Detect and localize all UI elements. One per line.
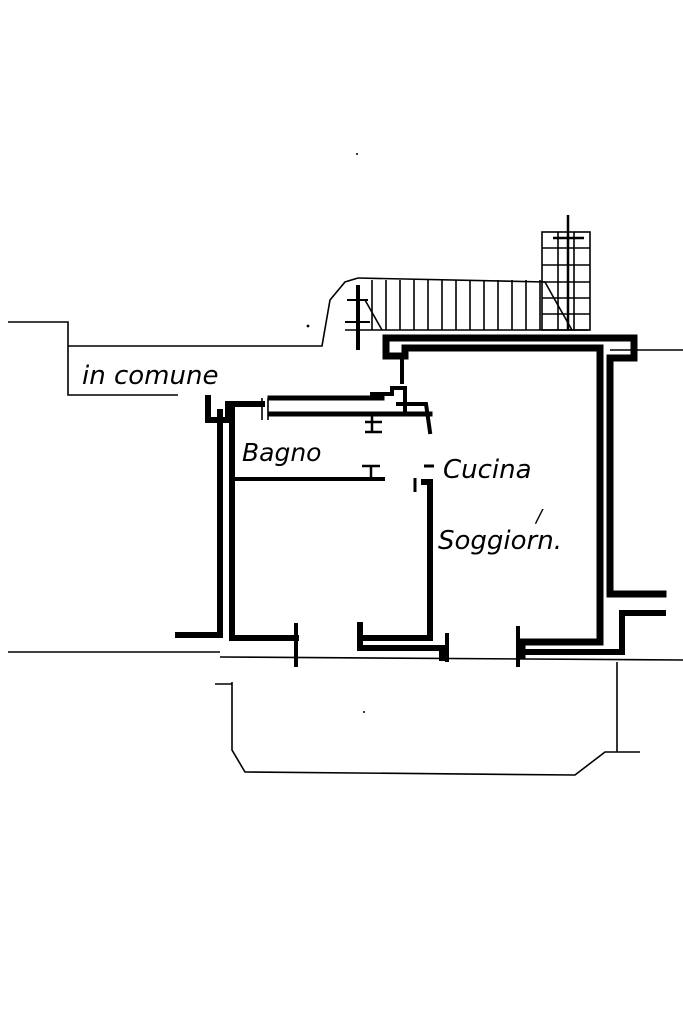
label-cucina: Cucina [443,455,532,485]
scan-specks [306,153,365,713]
bathroom-partitions [205,354,434,492]
label-in-comune: in comune [82,361,218,391]
label-bagno: Bagno [242,438,321,467]
staircase [345,215,591,350]
label-soggiorno: Soggiorn. [438,526,562,556]
label-separator: / [534,506,544,527]
site-boundary [8,277,683,776]
exterior-walls [175,334,667,667]
